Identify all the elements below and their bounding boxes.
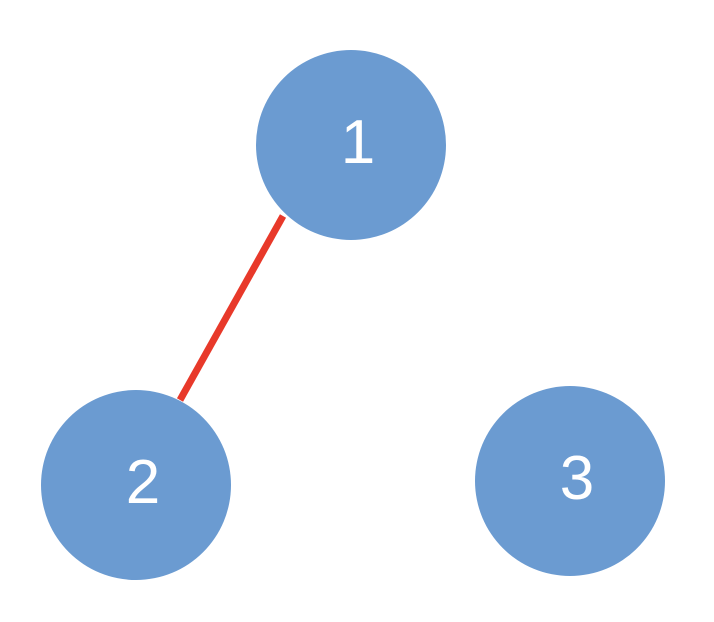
graph-node-2-label: 2 — [125, 448, 161, 517]
graph-node-1-label: 1 — [340, 108, 376, 177]
graph-node-2[interactable]: 2 — [41, 390, 231, 580]
graph-node-3[interactable]: 3 — [475, 386, 665, 576]
graph-node-1[interactable]: 1 — [256, 50, 446, 240]
graph-node-3-label: 3 — [559, 444, 595, 513]
